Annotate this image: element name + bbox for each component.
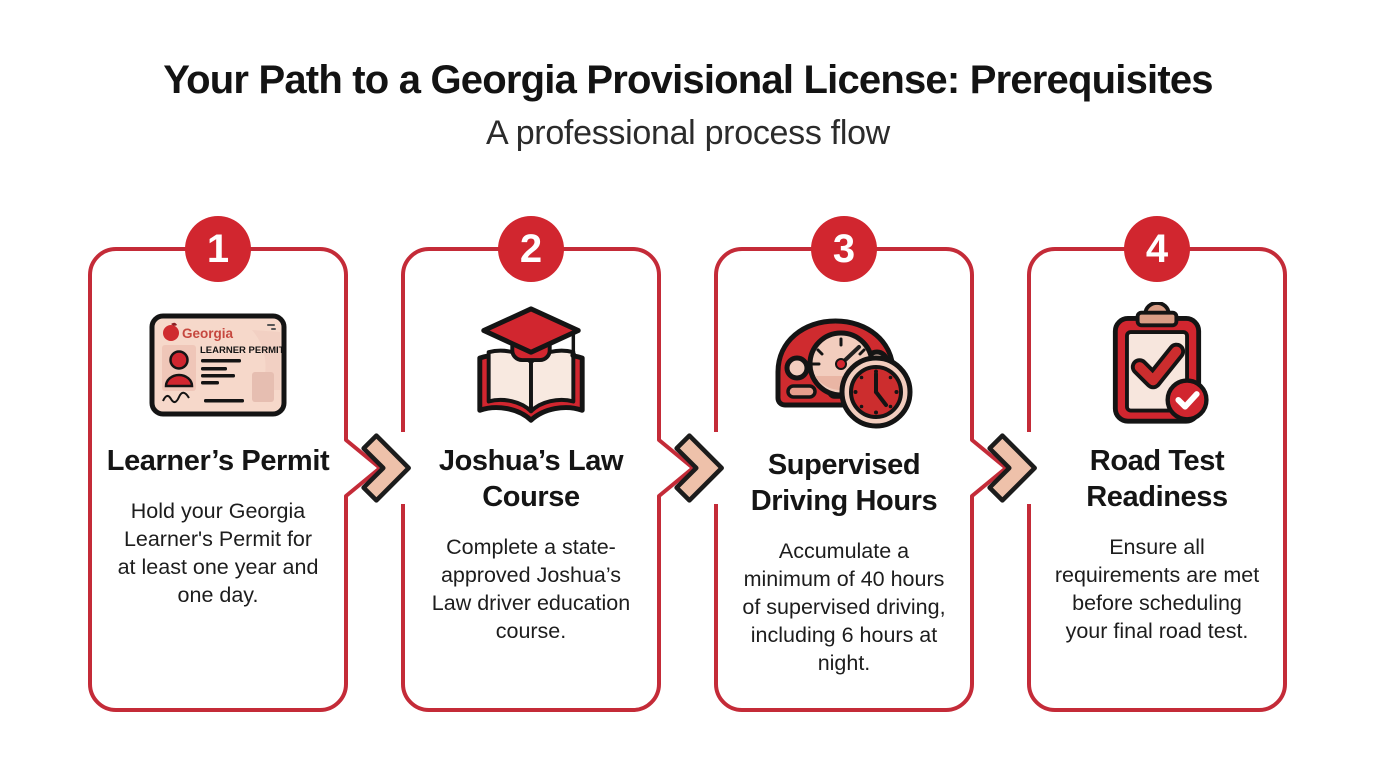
flow-connector-2: [655, 432, 724, 504]
step-description: Ensure all requirements are met before s…: [1054, 535, 1260, 643]
arrow-right-icon: [361, 433, 411, 503]
step-number-badge: 3: [811, 216, 877, 282]
learner-permit-card-icon: Georgia LEARNER PERMIT: [92, 299, 344, 431]
step-card-joshuas-law: 2 Joshua’s Law Course Complete a state-a…: [401, 216, 661, 712]
step-card-road-test: 4 Road Test Readiness Ensure all require…: [1027, 216, 1287, 712]
header: Your Path to a Georgia Provisional Licen…: [0, 0, 1376, 154]
graduation-cap-book-icon: [405, 299, 657, 431]
flow-connector-1: [342, 432, 411, 504]
step-description: Hold your Georgia Learner's Permit for a…: [117, 499, 319, 607]
clipboard-check-icon: [1031, 299, 1283, 431]
flow-connector-3: [968, 432, 1037, 504]
step-number-badge: 2: [498, 216, 564, 282]
speedometer-clock-icon: [718, 303, 970, 435]
step-number-badge: 1: [185, 216, 251, 282]
step-description: Accumulate a minimum of 40 hours of supe…: [742, 539, 946, 675]
arrow-right-icon: [987, 433, 1037, 503]
step-title: Learner’s Permit: [106, 445, 330, 477]
page-title: Your Path to a Georgia Provisional Licen…: [163, 58, 1213, 102]
permit-brand-text: Georgia: [182, 326, 234, 341]
step-card-learners-permit: 1 Georgia LEARNER PERMIT: [88, 216, 348, 712]
arrow-right-icon: [674, 433, 724, 503]
step-title: Road Test Readiness: [1086, 445, 1228, 513]
step-title: Supervised Driving Hours: [750, 449, 938, 517]
step-title: Joshua’s Law Course: [438, 445, 624, 513]
step-card-supervised-driving: 3 Supervised Driving Hours Accumulate a …: [714, 216, 974, 712]
step-number-badge: 4: [1124, 216, 1190, 282]
permit-label-text: LEARNER PERMIT: [200, 345, 285, 356]
step-description: Complete a state-approved Joshua’s Law d…: [431, 535, 631, 643]
page-subtitle: A professional process flow: [486, 114, 890, 152]
